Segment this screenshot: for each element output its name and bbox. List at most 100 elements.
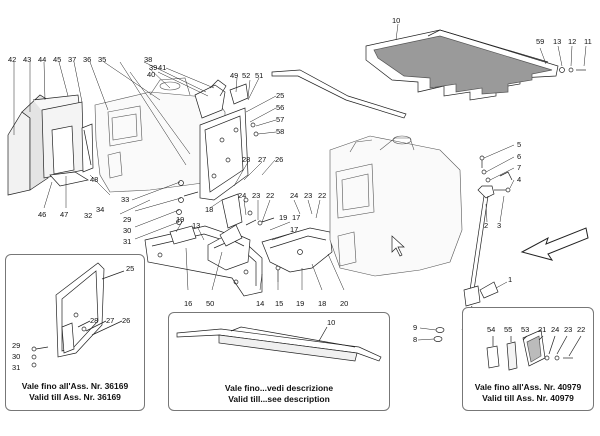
callout-26: 26 — [275, 155, 284, 164]
inset-left-artwork — [31, 262, 125, 368]
callout-20: 20 — [340, 299, 349, 308]
inset-right-callout-22: 22 — [577, 325, 586, 334]
inset-left-callout-30: 30 — [12, 352, 21, 361]
callout-59: 59 — [536, 37, 545, 46]
inset-right-callout-55: 55 — [504, 325, 513, 334]
callout-35: 35 — [98, 55, 107, 64]
callout-28: 28 — [242, 155, 251, 164]
callout-27: 27 — [258, 155, 267, 164]
foam-pad-small — [219, 193, 243, 247]
inset-middle-callout-10: 10 — [327, 318, 336, 327]
inset-right-callout-23: 23 — [564, 325, 573, 334]
callout-57: 57 — [276, 115, 285, 124]
top-rail — [271, 69, 407, 119]
callout-17b: 17 — [290, 225, 299, 234]
inset-middle: 10 Vale fino...vedi descrizione Valid ti… — [168, 312, 390, 411]
leader-lines — [13, 23, 587, 341]
inset-right: 54 55 53 21 24 23 22 Vale fino all'Ass. … — [462, 307, 594, 411]
inset-left-callout-26: 26 — [122, 316, 131, 325]
inset-middle-caption-it: Vale fino...vedi descrizione — [224, 383, 334, 393]
callout-30: 30 — [123, 226, 132, 235]
callout-37: 37 — [68, 55, 77, 64]
callout-33: 33 — [121, 195, 130, 204]
callout-15: 15 — [275, 299, 284, 308]
inset-left-callout-31: 31 — [12, 363, 21, 372]
callout-9: 9 — [413, 323, 418, 332]
level-sensor — [433, 155, 513, 342]
callout-56: 56 — [276, 103, 285, 112]
callout-8: 8 — [413, 335, 418, 344]
callout-47: 47 — [60, 210, 69, 219]
callout-48: 48 — [90, 175, 99, 184]
callout-18b: 18 — [318, 299, 327, 308]
callout-39: 39 — [149, 63, 158, 72]
vertical-bracket — [199, 107, 249, 201]
inset-left-callout-28: 28 — [90, 316, 99, 325]
callout-13b: 13 — [553, 37, 562, 46]
inset-right-callout-24: 24 — [551, 325, 560, 334]
cursor-arrow-icon — [391, 235, 405, 257]
fasteners — [176, 122, 281, 282]
callout-40: 40 — [147, 70, 156, 79]
callout-7: 7 — [517, 163, 522, 172]
callout-2: 2 — [484, 221, 489, 230]
callout-12: 12 — [568, 37, 577, 46]
inset-right-caption-en: Valid till Ass. Nr. 40979 — [482, 393, 574, 403]
callout-23: 23 — [252, 191, 261, 200]
callout-51: 51 — [255, 71, 264, 80]
callout-3: 3 — [497, 221, 502, 230]
inset-left-callout-29: 29 — [12, 341, 21, 350]
callout-38: 38 — [144, 55, 153, 64]
direction-arrow-icon — [520, 227, 589, 261]
left-fuel-tank — [94, 77, 226, 193]
callout-24: 24 — [238, 191, 247, 200]
callout-50: 50 — [206, 299, 215, 308]
callout-46: 46 — [38, 210, 47, 219]
callout-19b: 19 — [279, 213, 288, 222]
callout-6: 6 — [517, 152, 522, 161]
callout-45: 45 — [53, 55, 62, 64]
inset-left-callout-27: 27 — [106, 316, 115, 325]
callout-22: 22 — [266, 191, 275, 200]
callout-19c: 19 — [296, 299, 305, 308]
callout-14: 14 — [256, 299, 265, 308]
side-panels — [7, 94, 94, 196]
lower-bracket-right — [261, 227, 333, 273]
inset-left-callout-25: 25 — [126, 264, 135, 273]
callout-13: 13 — [192, 221, 201, 230]
inset-right-caption-it: Vale fino all'Ass. Nr. 40979 — [474, 382, 582, 392]
callout-49: 49 — [230, 71, 239, 80]
callout-23b: 23 — [304, 191, 313, 200]
callout-5: 5 — [517, 140, 522, 149]
callout-32: 32 — [84, 211, 93, 220]
callout-19: 19 — [176, 215, 185, 224]
inset-left-caption-en: Valid till Ass. Nr. 36169 — [29, 392, 121, 402]
callout-43: 43 — [23, 55, 32, 64]
callout-24b: 24 — [290, 191, 299, 200]
inset-right-artwork — [486, 329, 582, 371]
callout-22b: 22 — [318, 191, 327, 200]
callout-34: 34 — [96, 205, 105, 214]
callout-17: 17 — [292, 213, 301, 222]
callout-1: 1 — [508, 275, 513, 284]
right-fuel-tank — [329, 135, 463, 277]
callout-4: 4 — [517, 175, 522, 184]
inset-right-callout-54: 54 — [487, 325, 496, 334]
callout-41: 41 — [158, 63, 167, 72]
inset-left: 25 28 27 26 29 30 31 Vale fino all'Ass. … — [5, 254, 145, 411]
callout-16: 16 — [184, 299, 193, 308]
callout-25: 25 — [276, 91, 285, 100]
callout-42: 42 — [8, 55, 17, 64]
callout-44: 44 — [38, 55, 47, 64]
inset-middle-artwork — [176, 326, 382, 362]
callout-11: 11 — [584, 37, 592, 46]
inset-left-caption-it: Vale fino all'Ass. Nr. 36169 — [21, 381, 129, 391]
callout-31: 31 — [123, 237, 132, 246]
inset-middle-caption-en: Valid till...see description — [228, 394, 330, 404]
callout-18: 18 — [205, 205, 214, 214]
inset-right-callout-53: 53 — [521, 325, 530, 334]
callout-10: 10 — [392, 16, 401, 25]
bracket-block — [169, 225, 251, 271]
